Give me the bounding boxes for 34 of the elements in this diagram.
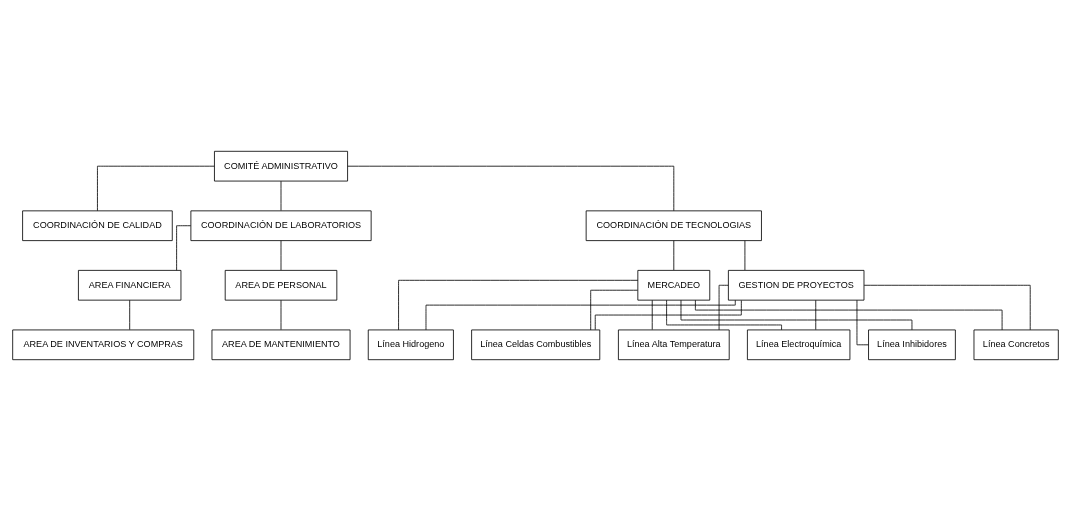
node-box: Línea Celdas Combustibles: [471, 329, 601, 361]
connector: [280, 240, 282, 271]
node-box: Línea Concretos: [973, 329, 1059, 361]
connector: [590, 289, 638, 331]
node-box: COORDINACIÓN DE CALIDAD: [22, 210, 173, 242]
node-box: Línea Inhibidores: [868, 329, 956, 361]
node-box: Línea Electroquímica: [747, 329, 851, 361]
node-box: AREA DE MANTENIMIENTO: [211, 329, 351, 361]
connector: [863, 284, 1031, 331]
node-box: COORDINACIÓN DE TECNOLOGIAS: [585, 210, 762, 242]
connector: [347, 165, 675, 212]
connector: [97, 165, 215, 212]
connector: [666, 299, 782, 331]
connector: [718, 284, 729, 331]
connector: [280, 299, 282, 330]
node-box: AREA DE PERSONAL: [224, 269, 338, 301]
node-box: AREA DE INVENTARIOS Y COMPRAS: [12, 329, 195, 361]
connector: [815, 299, 817, 330]
connector: [673, 240, 675, 271]
node-box: Línea Alta Temperatura: [618, 329, 730, 361]
connector: [651, 299, 653, 330]
node-box: AREA FINANCIERA: [78, 269, 182, 301]
node-box: MERCADEO: [637, 269, 711, 301]
connector: [129, 299, 131, 330]
connector: [694, 299, 1003, 331]
connector: [744, 240, 746, 271]
connector: [425, 299, 736, 331]
connector: [680, 299, 913, 331]
node-box: COMITÉ ADMINISTRATIVO: [214, 150, 348, 182]
connector: [594, 300, 742, 330]
node-box: COORDINACIÓN DE LABORATORIOS: [190, 210, 372, 242]
connector: [398, 279, 639, 331]
node-box: GESTION DE PROYECTOS: [727, 269, 865, 301]
node-box: Línea Hidrogeno: [367, 329, 454, 361]
